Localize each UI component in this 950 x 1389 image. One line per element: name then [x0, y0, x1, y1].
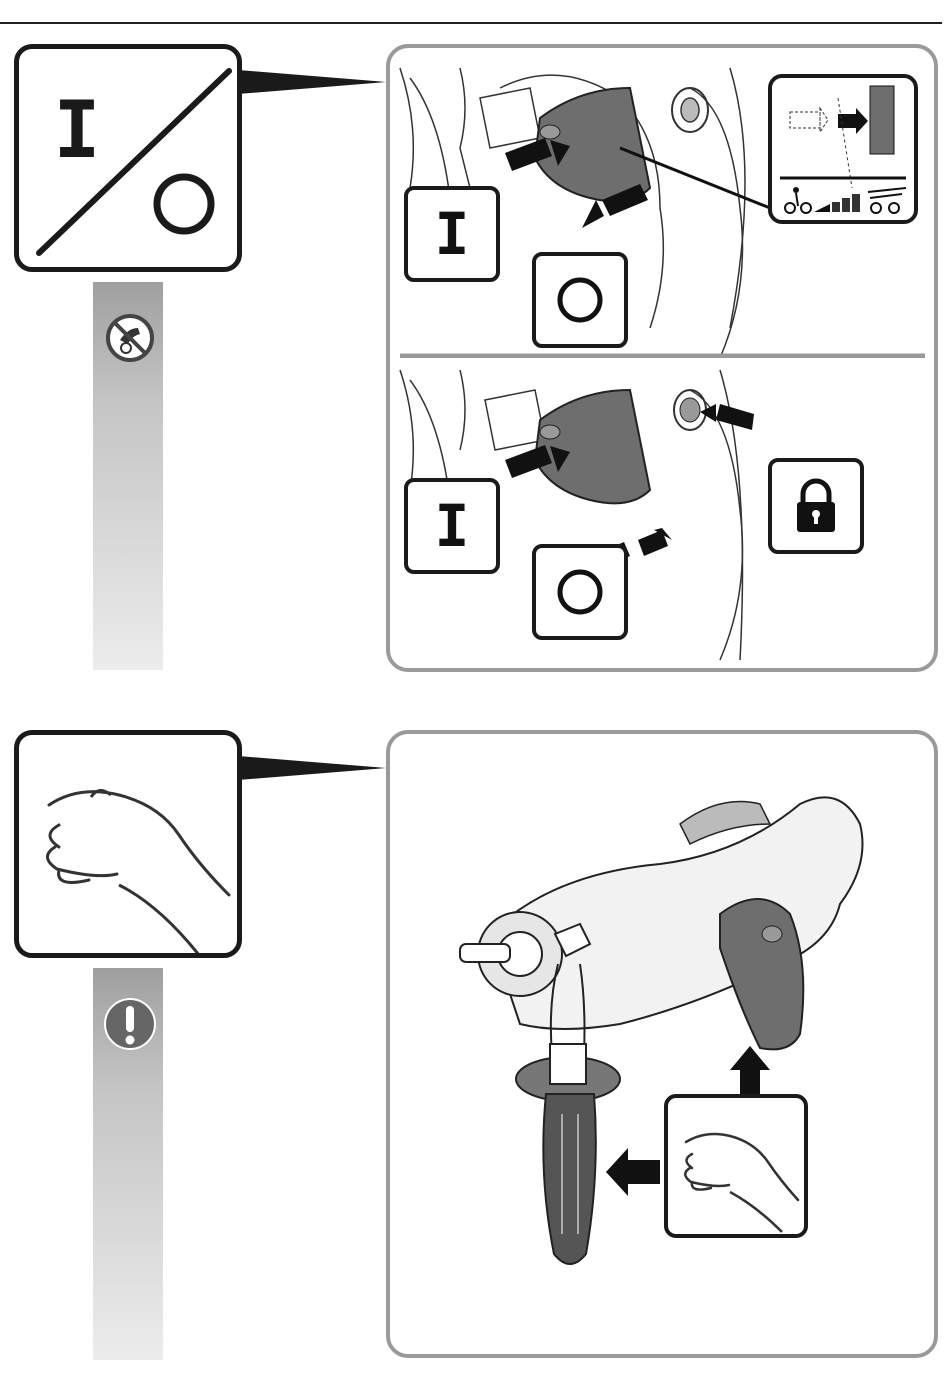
hand-icon: [19, 735, 237, 953]
callout-pointer-2: [238, 756, 388, 786]
switch-illustration-panel: I: [386, 44, 938, 672]
speed-dial-inset: [768, 74, 918, 224]
on-off-symbol-box: I: [14, 44, 242, 272]
no-hammer-drill-icon: [104, 312, 156, 364]
on-label-bottom: I: [404, 478, 500, 574]
fast-bicycle-icon: [868, 188, 906, 213]
off-label-bottom: [532, 544, 628, 640]
callout-pointer-1: [238, 70, 388, 100]
slow-bicycle-icon: [785, 187, 811, 213]
hand-icon-small: [668, 1098, 804, 1234]
hand-inset: [664, 1094, 808, 1238]
on-symbol: I: [54, 86, 101, 176]
lock-icon: [791, 476, 841, 536]
side-handle-illustration-panel: [386, 730, 938, 1358]
speed-dial-icon: [772, 78, 914, 220]
warning-exclamation-icon: [102, 996, 158, 1052]
off-label-top: [532, 252, 628, 348]
drill-with-side-handle-icon: [450, 784, 890, 1324]
lock-label: [768, 458, 864, 554]
top-rule: [0, 22, 942, 24]
hand-symbol-box: [14, 730, 242, 958]
on-off-symbol-icon: I: [19, 49, 237, 267]
on-label-top: I: [404, 186, 500, 282]
